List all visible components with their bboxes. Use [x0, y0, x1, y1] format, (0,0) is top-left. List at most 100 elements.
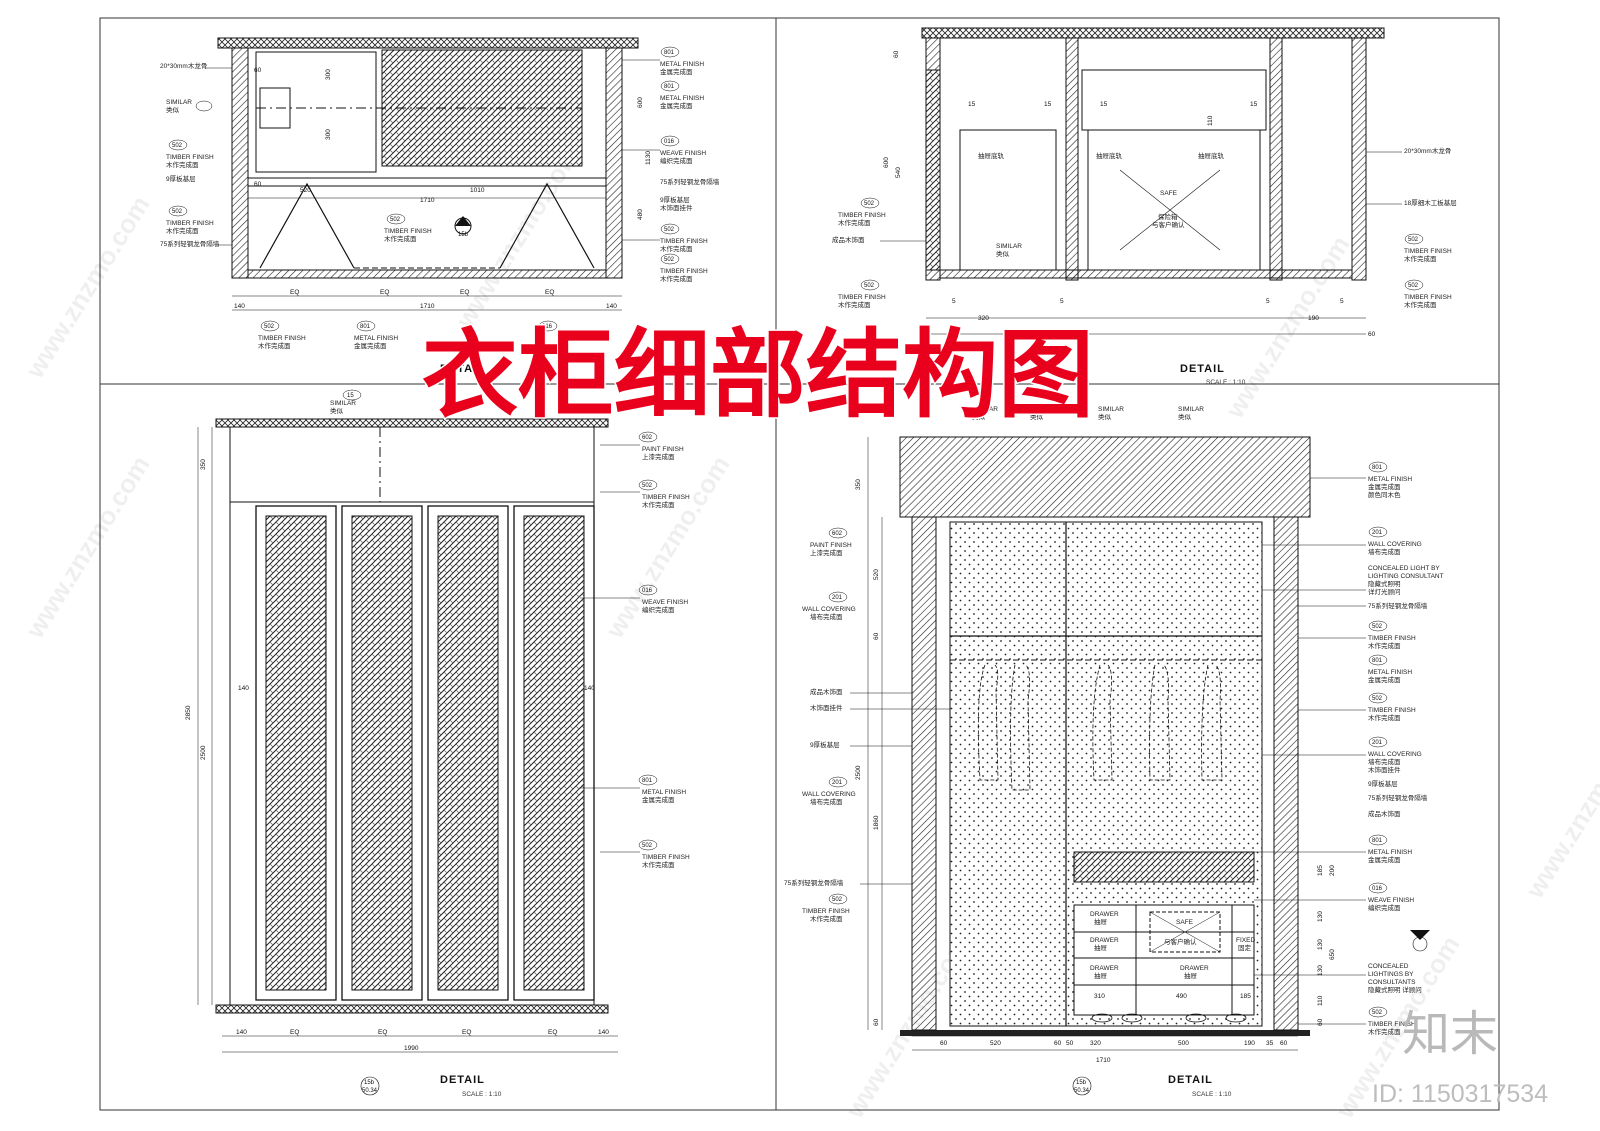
svg-text:130: 130	[1317, 911, 1324, 922]
safe-box	[1149, 911, 1221, 953]
svg-text:502: 502	[642, 483, 653, 489]
bl-right-notes: 602 PAINT FINISH 上漆完成面 502 TIMBER FINISH…	[580, 431, 690, 869]
right-partition	[1351, 37, 1367, 281]
svg-text:CONCEALED: CONCEALED	[1368, 963, 1409, 970]
svg-text:502: 502	[1372, 624, 1383, 630]
svg-text:木饰面挂件: 木饰面挂件	[1368, 765, 1401, 774]
svg-text:DETAIL: DETAIL	[440, 363, 485, 375]
svg-text:TIMBER FINISH: TIMBER FINISH	[1404, 248, 1452, 255]
svg-text:SCALE : 1:10: SCALE : 1:10	[1192, 1091, 1232, 1098]
svg-text:502: 502	[832, 897, 843, 903]
svg-text:20*30mm木龙骨: 20*30mm木龙骨	[1404, 146, 1451, 155]
svg-text:35: 35	[1266, 1040, 1274, 1047]
mid-partition	[1065, 37, 1079, 281]
svg-text:CONCEALED LIGHT BY: CONCEALED LIGHT BY	[1368, 565, 1440, 572]
svg-text:140: 140	[234, 303, 245, 310]
svg-text:木作完成面: 木作完成面	[660, 274, 693, 283]
svg-text:木作完成面: 木作完成面	[1404, 254, 1437, 263]
svg-text:类似: 类似	[1178, 412, 1192, 421]
svg-text:016: 016	[642, 588, 653, 594]
svg-text:502: 502	[390, 217, 401, 223]
svg-text:墙布完成面: 墙布完成面	[810, 612, 843, 621]
svg-text:2850: 2850	[185, 705, 192, 720]
svg-text:木饰面挂件: 木饰面挂件	[660, 203, 693, 212]
svg-text:木作完成面: 木作完成面	[660, 244, 693, 253]
svg-text:木作完成面: 木作完成面	[642, 860, 675, 869]
svg-text:SIMILAR: SIMILAR	[1178, 406, 1204, 413]
svg-text:上漆完成面: 上漆完成面	[810, 548, 843, 557]
svg-text:016: 016	[1372, 886, 1383, 892]
svg-text:75系列轻钢龙骨隔墙: 75系列轻钢龙骨隔墙	[160, 239, 220, 248]
svg-text:502: 502	[172, 209, 183, 215]
svg-text:201: 201	[1372, 740, 1383, 746]
svg-text:130: 130	[1317, 965, 1324, 976]
svg-text:详灯光顾问: 详灯光顾问	[1368, 587, 1401, 596]
svg-text:490: 490	[1176, 993, 1187, 1000]
svg-text:201: 201	[832, 595, 843, 601]
svg-text:EQ: EQ	[548, 1029, 557, 1036]
svg-text:编织: 编织	[544, 343, 558, 352]
interior-elevation-panel: DRAWER 抽屉 DRAWER 抽屉 DRAWER 抽屉 DRAWER 抽屉 …	[784, 406, 1444, 1098]
svg-text:201: 201	[832, 780, 843, 786]
section-panel: 抽屉底轨 抽屉底轨 抽屉底轨 SAFE 保险箱 与客户确认 SIMILAR 类似…	[832, 27, 1457, 386]
svg-text:200: 200	[1329, 865, 1336, 876]
svg-text:9厚板基层: 9厚板基层	[660, 195, 690, 204]
weave-band	[1073, 851, 1255, 883]
callout-circle-bl	[360, 1076, 380, 1096]
svg-text:60: 60	[893, 50, 900, 58]
svg-text:60: 60	[940, 1040, 948, 1047]
section-marker: 15b	[454, 216, 472, 238]
svg-text:185: 185	[1317, 865, 1324, 876]
bulkhead	[899, 436, 1311, 518]
svg-text:TIMBER FINISH: TIMBER FINISH	[802, 908, 850, 915]
svg-text:编织完成面: 编织完成面	[1368, 903, 1401, 912]
upper-compartment	[1081, 69, 1267, 131]
door-leaves	[255, 505, 595, 1001]
svg-text:SIMILAR: SIMILAR	[1098, 406, 1124, 413]
svg-text:60: 60	[254, 181, 262, 188]
svg-text:520: 520	[300, 187, 311, 194]
svg-text:编织完成面: 编织完成面	[660, 156, 693, 165]
svg-text:2500: 2500	[855, 765, 862, 780]
svg-text:016: 016	[542, 324, 553, 330]
svg-text:50.34: 50.34	[1074, 1088, 1090, 1094]
svg-text:75系列轻钢龙骨隔墙: 75系列轻钢龙骨隔墙	[660, 177, 720, 186]
svg-text:801: 801	[642, 778, 653, 784]
svg-text:1010: 1010	[470, 187, 485, 194]
svg-text:抽屉: 抽屉	[1094, 971, 1108, 980]
svg-text:隐藏式照明 详顾问: 隐藏式照明 详顾问	[1368, 985, 1422, 994]
svg-text:PAINT FINISH: PAINT FINISH	[642, 446, 684, 453]
svg-text:TIMBER FINISH: TIMBER FINISH	[642, 854, 690, 861]
svg-text:320: 320	[978, 315, 989, 322]
svg-text:DRAWER: DRAWER	[1090, 911, 1119, 918]
svg-text:15b: 15b	[364, 1080, 375, 1086]
svg-text:TIMBER FINISH: TIMBER FINISH	[166, 154, 214, 161]
svg-text:成品木饰面: 成品木饰面	[810, 687, 843, 696]
svg-text:类似: 类似	[972, 412, 986, 421]
svg-text:SCALE : 1:10: SCALE : 1:10	[462, 1091, 502, 1098]
svg-text:15: 15	[1250, 101, 1258, 108]
svg-text:TIMBER FINISH: TIMBER FINISH	[384, 228, 432, 235]
svg-text:201: 201	[1372, 530, 1383, 536]
svg-text:木作完成面: 木作完成面	[258, 341, 291, 350]
garments	[977, 664, 1223, 791]
svg-text:TIMBER FINISH: TIMBER FINISH	[838, 212, 886, 219]
svg-text:木作完成面: 木作完成面	[1368, 713, 1401, 722]
svg-text:成品木饰面: 成品木饰面	[832, 235, 865, 244]
svg-text:016: 016	[664, 139, 675, 145]
svg-text:140: 140	[238, 685, 249, 692]
svg-text:50: 50	[1066, 1040, 1074, 1047]
svg-text:60: 60	[1280, 1040, 1288, 1047]
svg-text:602: 602	[832, 531, 843, 537]
svg-text:DETAIL: DETAIL	[1180, 363, 1225, 375]
svg-text:TIMBER FINISH: TIMBER FINISH	[1404, 294, 1452, 301]
svg-text:300: 300	[325, 69, 332, 80]
svg-text:金属完成面: 金属完成面	[660, 101, 693, 110]
svg-text:EQ: EQ	[378, 1029, 387, 1036]
svg-text:502: 502	[1372, 696, 1383, 702]
svg-text:木作完成面: 木作完成面	[810, 914, 843, 923]
svg-text:木作完成面: 木作完成面	[838, 218, 871, 227]
svg-text:75系列轻钢龙骨隔墙: 75系列轻钢龙骨隔墙	[1368, 601, 1428, 610]
svg-text:DETAIL: DETAIL	[1168, 1074, 1213, 1086]
svg-text:130: 130	[1317, 939, 1324, 950]
